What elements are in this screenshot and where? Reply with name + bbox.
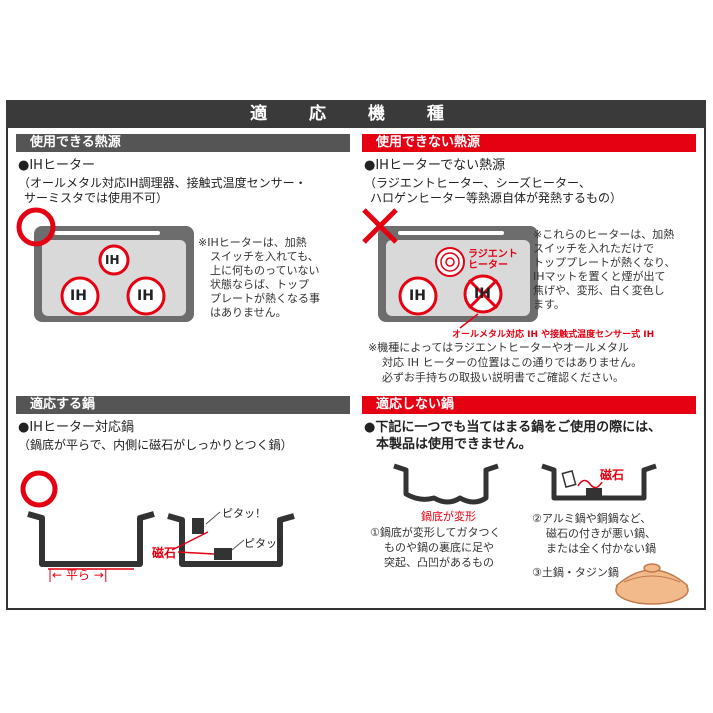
ok-circle-icon — [20, 470, 58, 508]
unusable-heat-header: 使用できない熱源 — [362, 134, 696, 152]
deformed-label: 鍋底が変形 — [421, 510, 476, 523]
burner-label: IH — [474, 286, 491, 302]
magnet-icon — [192, 518, 204, 534]
unusable-note-1: ※これらのヒーターは、加熱 — [533, 228, 675, 241]
usable-note-2: スイッチを入れても、 — [210, 250, 319, 263]
radiant-label-1: ラジエント — [468, 249, 518, 260]
flat-label: |← 平ら →| — [48, 568, 108, 582]
clay-pot-icon — [615, 563, 689, 605]
radiant-cooktop-illustration — [362, 208, 538, 329]
unsuitable-pot-illustrations — [393, 463, 689, 605]
item1-line-2: ものや鍋の裏底に足や — [384, 541, 494, 554]
unusable-note-4: IHマットを置くと煙が出て — [533, 270, 666, 283]
burner-label: IH — [137, 288, 154, 304]
model-note-2: 対応 IH ヒーターの位置はこの通りではありません。 — [382, 356, 643, 369]
magnet-icon — [586, 488, 602, 496]
model-note-1: ※機種によってはラジエントヒーターやオールメタル — [368, 341, 629, 354]
usable-heat-bullet: ●IHヒーター — [18, 158, 95, 173]
unusable-note-2: スイッチを入れただけで — [533, 242, 654, 255]
allmetal-note: オールメタル対応 IH や接触式温度センサー式 IH — [452, 330, 655, 340]
item2-line-1: ②アルミ鍋や銅鍋など、 — [532, 512, 652, 525]
model-note-3: 必ずお手持ちの取扱い説明書でご確認ください。 — [382, 371, 624, 384]
usable-note-1: ※IHヒーターは、加熱 — [198, 236, 307, 249]
unusable-note-5: 焦げや、変形、白く変色し — [533, 284, 665, 297]
magnet-icon — [561, 470, 577, 488]
suitable-pot-sub: （鍋底が平らで、内側に磁石がしっかりとつく鍋） — [18, 438, 293, 452]
suitable-pot-bullet: ●IHヒーター対応鍋 — [18, 420, 134, 435]
unusable-heat-bullet: ●IHヒーターでない熱源 — [364, 158, 506, 173]
unusable-heat-sub-1: （ラジエントヒーター、シーズヒーター、 — [364, 176, 591, 190]
burner-label: IH — [105, 253, 120, 267]
magnet-label: 磁石 — [152, 546, 177, 560]
unsuitable-pot-header: 適応しない鍋 — [362, 396, 696, 414]
stick-label-1: ピタッ！ — [222, 507, 266, 520]
item1-line-3: 突起、凸凹があるもの — [384, 556, 494, 569]
unsuitable-pot-bullet-2: 本製品は使用できません。 — [376, 437, 532, 452]
ih-cooktop-illustration — [16, 207, 194, 322]
magnet-label: 磁石 — [600, 468, 625, 482]
stick-label-2: ピタッ！ — [244, 537, 288, 550]
item3: ③土鍋・タジン鍋 — [532, 566, 619, 579]
ok-circle-icon — [16, 207, 56, 247]
usable-heat-sub-2: サーミスタでは使用不可） — [24, 191, 169, 205]
radiant-label-2: ヒーター — [468, 260, 508, 271]
magnet-icon — [214, 548, 232, 560]
usable-heat-sub-1: （オールメタル対応IH調理器、接触式温度センサー・ — [18, 176, 307, 190]
item1-line-1: ①鍋底が変形してガタつく — [370, 526, 501, 539]
item2-line-3: または全く付かない鍋 — [546, 542, 656, 555]
unusable-note-3: トッププレートが熱くなり、 — [533, 256, 676, 269]
suitable-pot-illustration — [20, 470, 295, 570]
usable-note-4: 状態ならば、トップ — [210, 278, 309, 291]
item2-line-2: 磁石の付きが悪い鍋、 — [546, 527, 656, 540]
usable-note-5: プレートが熱くなる事 — [210, 292, 320, 305]
burner-label: IH — [409, 288, 426, 304]
unusable-heat-sub-2: ハロゲンヒーター等熱源自体が発熱するもの） — [370, 191, 623, 205]
ng-cross-icon — [362, 208, 398, 244]
usable-note-3: 上に何ものっていない — [210, 264, 320, 277]
page-title: 適 応 機 種 — [6, 100, 706, 128]
burner-label: IH — [70, 288, 87, 304]
usable-heat-header: 使用できる熱源 — [16, 134, 350, 152]
suitable-pot-header: 適応する鍋 — [16, 396, 350, 414]
unsuitable-pot-bullet-1: ●下記に一つでも当てはまる鍋をご使用の際には、 — [364, 420, 662, 435]
unusable-note-6: ます。 — [533, 298, 565, 311]
usable-note-6: はありません。 — [210, 306, 287, 319]
